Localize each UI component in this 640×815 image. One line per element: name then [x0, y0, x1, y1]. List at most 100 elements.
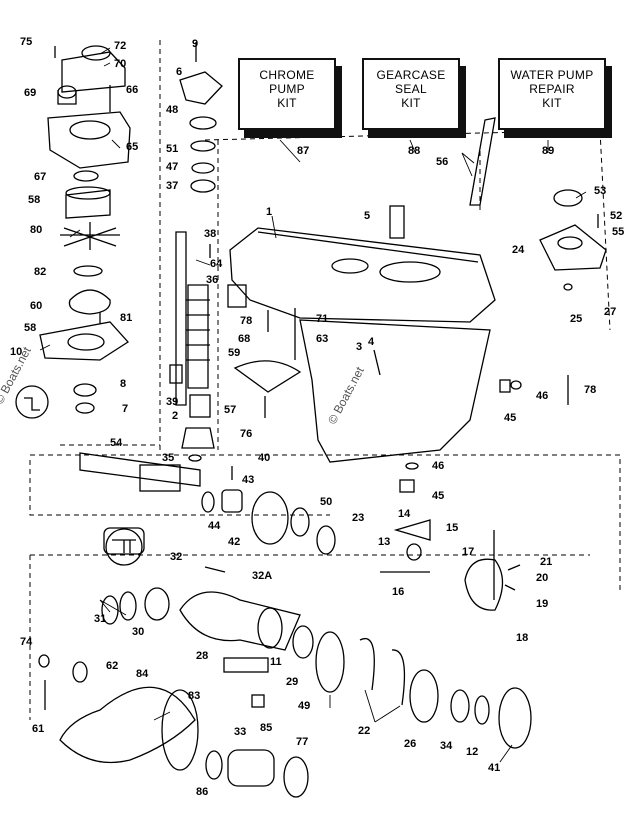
callout-46: 46	[432, 460, 445, 472]
kit-label-line: CHROME	[259, 68, 315, 82]
callout-36: 36	[206, 274, 219, 286]
callout-8: 8	[120, 378, 127, 390]
callout-58: 58	[28, 194, 41, 206]
callout-77: 77	[296, 736, 309, 748]
callout-61: 61	[32, 723, 45, 735]
callout-55: 55	[612, 226, 625, 238]
drive-shaft-group	[169, 42, 223, 449]
lip-seal-icon	[105, 528, 143, 566]
callout-64: 64	[210, 258, 223, 270]
callout-9: 9	[192, 38, 199, 50]
water-pump-housing-group	[39, 45, 131, 414]
kit-label-line: PUMP	[269, 82, 305, 96]
callout-66: 66	[126, 84, 139, 96]
callout-86: 86	[196, 786, 209, 798]
callout-62: 62	[106, 660, 119, 672]
callout-43: 43	[242, 474, 255, 486]
callout-67: 67	[34, 171, 47, 183]
callout-84: 84	[136, 668, 149, 680]
callout-71: 71	[316, 313, 329, 325]
callout-89: 89	[542, 145, 555, 157]
callout-38: 38	[204, 228, 217, 240]
callout-63: 63	[316, 333, 329, 345]
callout-27: 27	[604, 306, 617, 318]
callout-45: 45	[504, 412, 517, 424]
callout-3: 3	[356, 341, 363, 353]
callout-34: 34	[440, 740, 453, 752]
leader-lines	[39, 47, 587, 763]
callout-2: 2	[172, 410, 179, 422]
callout-41: 41	[488, 762, 501, 774]
callout-54: 54	[110, 437, 123, 449]
gearcase-housing	[227, 205, 569, 493]
kit-label-line: KIT	[277, 96, 297, 110]
kit-label-line: REPAIR	[529, 82, 575, 96]
callout-50: 50	[320, 496, 333, 508]
callout-22: 22	[358, 725, 371, 737]
dashed-guides	[29, 40, 621, 720]
callout-59: 59	[228, 347, 241, 359]
callout-56: 56	[436, 156, 449, 168]
callout-57: 57	[224, 404, 237, 416]
callout-47: 47	[166, 161, 179, 173]
callout-21: 21	[540, 556, 553, 568]
callout-58: 58	[24, 322, 37, 334]
kit-box-chrome-pump: CHROME PUMP KIT	[238, 58, 336, 130]
callout-14: 14	[398, 508, 411, 520]
callout-48: 48	[166, 104, 179, 116]
callout-25: 25	[570, 313, 583, 325]
callout-68: 68	[238, 333, 251, 345]
callout-40: 40	[258, 452, 271, 464]
callout-46: 46	[536, 390, 549, 402]
lower-gear-row	[101, 527, 532, 749]
callout-74: 74	[20, 636, 33, 648]
seal-inset-icon	[15, 385, 49, 419]
callout-35: 35	[162, 452, 175, 464]
callout-24: 24	[512, 244, 525, 256]
callout-32: 32	[170, 551, 183, 563]
callout-33: 33	[234, 726, 247, 738]
callout-53: 53	[594, 185, 607, 197]
prop-shaft-row	[79, 452, 521, 611]
callout-85: 85	[260, 722, 273, 734]
callout-42: 42	[228, 536, 241, 548]
callout-72: 72	[114, 40, 127, 52]
callout-20: 20	[536, 572, 549, 584]
callout-5: 5	[364, 210, 371, 222]
callout-10: 10	[10, 346, 23, 358]
upper-right-parts	[469, 117, 607, 291]
callout-39: 39	[166, 396, 179, 408]
callout-76: 76	[240, 428, 253, 440]
callout-31: 31	[94, 613, 107, 625]
callout-75: 75	[20, 36, 33, 48]
callout-19: 19	[536, 598, 549, 610]
callout-65: 65	[126, 141, 139, 153]
callout-18: 18	[516, 632, 529, 644]
kit-label-line: KIT	[542, 96, 562, 110]
callout-15: 15	[446, 522, 459, 534]
callout-1: 1	[266, 206, 273, 218]
callout-49: 49	[298, 700, 311, 712]
callout-7: 7	[122, 403, 129, 415]
kit-label-line: GEARCASE	[376, 68, 446, 82]
callout-13: 13	[378, 536, 391, 548]
callout-78: 78	[584, 384, 597, 396]
callout-70: 70	[114, 58, 127, 70]
callout-30: 30	[132, 626, 145, 638]
callout-87: 87	[297, 145, 310, 157]
callout-6: 6	[176, 66, 183, 78]
callout-29: 29	[286, 676, 299, 688]
callout-26: 26	[404, 738, 417, 750]
callout-17: 17	[462, 546, 475, 558]
callout-51: 51	[166, 143, 179, 155]
kit-label-line: WATER PUMP	[510, 68, 594, 82]
callout-78: 78	[240, 315, 253, 327]
callout-4: 4	[368, 336, 375, 348]
kit-label-line: KIT	[401, 96, 421, 110]
callout-69: 69	[24, 87, 37, 99]
callout-12: 12	[466, 746, 479, 758]
callout-80: 80	[30, 224, 43, 236]
callout-52: 52	[610, 210, 623, 222]
callout-60: 60	[30, 300, 43, 312]
